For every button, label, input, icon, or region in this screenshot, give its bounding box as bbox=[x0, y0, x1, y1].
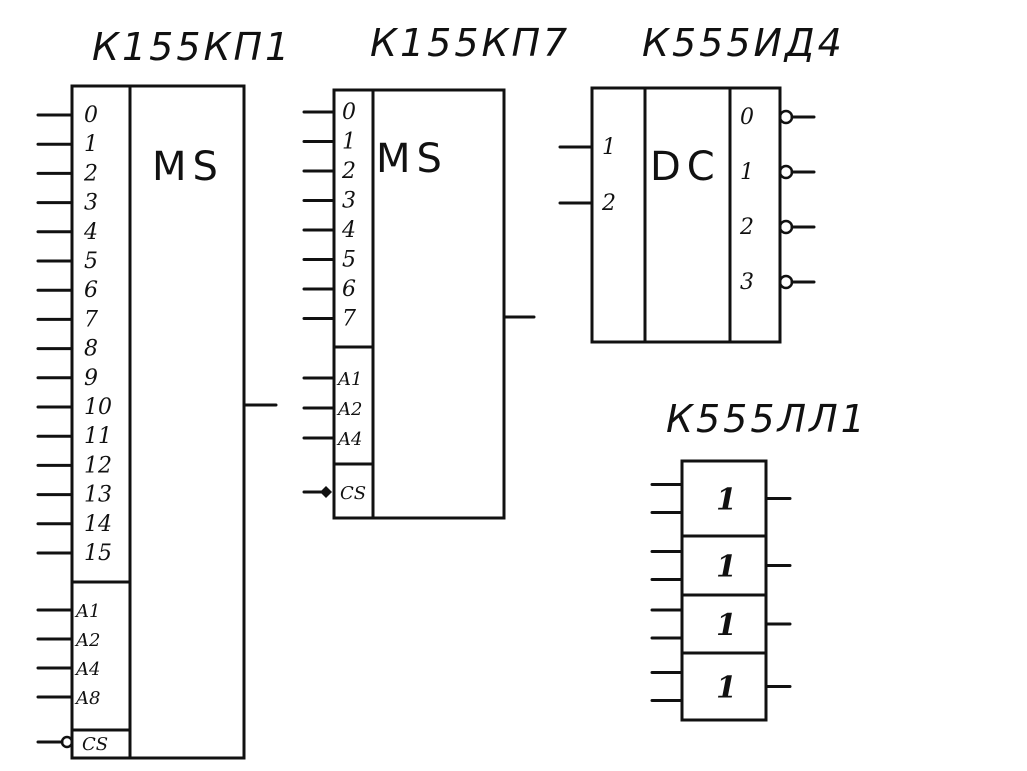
chip-kp1-data-6-label: 6 bbox=[84, 278, 98, 303]
chip-kp1-data-7-label: 7 bbox=[84, 307, 98, 332]
chip-id4-output-2-inversion bbox=[778, 219, 794, 235]
chip-id4-output-3-inversion bbox=[778, 274, 794, 290]
chip-kp1-data-14-label: 14 bbox=[84, 512, 112, 537]
chip-kp1-data-10-label: 10 bbox=[84, 395, 112, 420]
chip-kp7-data-2-label: 2 bbox=[341, 159, 356, 184]
chip-ll1: К555ЛЛ1 1 1 1 1 bbox=[650, 397, 868, 722]
chip-kp7-address-2-label: A4 bbox=[336, 429, 362, 450]
chip-id4-output-0-inversion bbox=[778, 109, 794, 125]
chip-kp1-data-4-label: 4 bbox=[83, 220, 98, 245]
chip-kp7-data-3-label: 3 bbox=[342, 189, 356, 214]
chip-kp1-data-8-label: 8 bbox=[84, 337, 98, 362]
chip-kp7-strobe-label: CS bbox=[340, 483, 366, 504]
chip-kp1-address-2-label: A4 bbox=[74, 659, 100, 680]
chip-kp1-data-0-label: 0 bbox=[84, 103, 98, 128]
chip-kp7-data-7-label: 7 bbox=[342, 307, 356, 332]
chip-kp7-data-5-label: 5 bbox=[342, 248, 356, 273]
chip-ll1-gate-0: 1 bbox=[650, 459, 792, 538]
chip-id4-output-2-label: 2 bbox=[739, 215, 754, 240]
chip-kp1-data-2-label: 2 bbox=[83, 161, 98, 186]
chip-id4-output-1-label: 1 bbox=[740, 160, 754, 185]
chip-kp1-data-5-label: 5 bbox=[84, 249, 98, 274]
chip-kp7-address-1-label: A2 bbox=[336, 399, 362, 420]
chip-id4-title: К555ИД4 bbox=[642, 21, 845, 65]
chip-ll1-gate-1-function: 1 bbox=[716, 550, 737, 585]
chip-ll1-gate-0-function: 1 bbox=[716, 483, 737, 518]
chip-kp7-data-1-label: 1 bbox=[342, 130, 356, 155]
chip-kp7-data-pins: 0 1 2 3 4 5 6 7 bbox=[302, 100, 356, 332]
chip-kp1-data-9-label: 9 bbox=[84, 366, 98, 391]
chip-kp7-title: К155КП7 bbox=[370, 21, 570, 65]
chip-kp1-data-13-label: 13 bbox=[84, 483, 112, 508]
chip-ll1-gate-2: 1 bbox=[650, 593, 792, 655]
chip-kp1-address-0-label: A1 bbox=[74, 601, 100, 622]
chip-kp1-data-12-label: 12 bbox=[84, 453, 112, 478]
chip-kp1-data-11-label: 11 bbox=[84, 424, 112, 449]
chip-id4-output-0-label: 0 bbox=[740, 105, 754, 130]
chip-kp1-strobe-inversion bbox=[60, 735, 74, 749]
chip-kp1-body bbox=[70, 84, 246, 760]
chip-kp7-data-4-label: 4 bbox=[341, 218, 356, 243]
chip-kp7-data-0-label: 0 bbox=[342, 100, 356, 125]
chip-id4-function: DC bbox=[650, 144, 721, 190]
chip-id4-output-pins: 0 1 2 3 bbox=[739, 105, 816, 295]
chip-ll1-title: К555ЛЛ1 bbox=[666, 397, 868, 441]
chip-ll1-gates: 1 1 1 1 bbox=[650, 459, 792, 722]
chip-id4-body bbox=[590, 86, 782, 344]
chip-kp7-data-6-label: 6 bbox=[342, 277, 356, 302]
chip-kp1-data-3-label: 3 bbox=[84, 191, 98, 216]
chip-kp1-data-1-label: 1 bbox=[84, 132, 98, 157]
chip-kp1-function: MS bbox=[152, 144, 224, 190]
chip-kp1-address-3-label: A8 bbox=[74, 688, 100, 709]
chip-id4-input-1-label: 2 bbox=[601, 191, 616, 216]
chip-ll1-gate-1: 1 bbox=[650, 534, 792, 597]
chip-id4-output-3-label: 3 bbox=[740, 270, 754, 295]
chip-kp1-address-1-label: A2 bbox=[74, 630, 100, 651]
chip-kp1-data-15-label: 15 bbox=[84, 541, 112, 566]
chip-kp7-function: MS bbox=[376, 136, 448, 182]
chip-kp1-title: К155КП1 bbox=[92, 25, 292, 69]
chip-kp7-body bbox=[332, 88, 506, 520]
chip-kp7-address-0-label: A1 bbox=[336, 369, 362, 390]
chip-id4-input-0-label: 1 bbox=[602, 135, 616, 160]
chip-kp1-strobe-label: CS bbox=[82, 734, 108, 755]
chip-ll1-gate-2-function: 1 bbox=[716, 608, 737, 643]
chip-ll1-gate-3-function: 1 bbox=[716, 671, 737, 706]
chip-id4-output-1-inversion bbox=[778, 164, 794, 180]
chip-kp7-strobe-inversion bbox=[320, 486, 332, 498]
chip-ll1-gate-3: 1 bbox=[650, 651, 792, 722]
chip-id4-input-pins: 12 bbox=[558, 135, 616, 216]
